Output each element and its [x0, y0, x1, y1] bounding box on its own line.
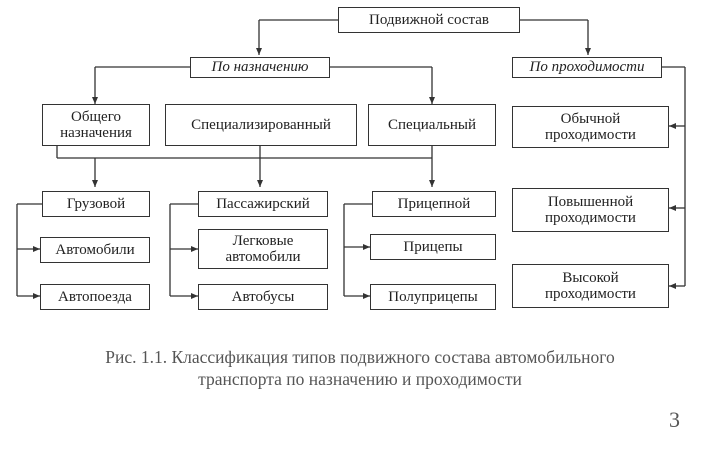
node-special: Специальный: [368, 104, 496, 146]
page-number: 3: [669, 407, 680, 432]
node-cargo-vehicles: Автомобили: [40, 237, 150, 263]
figure-caption: Рис. 1.1. Классификация типов подвижного…: [105, 347, 615, 389]
node-passenger: Пассажирский: [198, 191, 328, 217]
node-rolling-stock: Подвижной состав: [338, 7, 520, 33]
node-semi-trailers: Полуприцепы: [370, 284, 496, 310]
node-increased-passability: Повышенной проходимости: [512, 188, 669, 232]
node-by-purpose: По назначению: [190, 57, 330, 78]
node-cargo-road-trains: Автопоезда: [40, 284, 150, 310]
node-general-purpose: Общего назначения: [42, 104, 150, 146]
node-normal-passability: Обычной проходимости: [512, 106, 669, 148]
node-trailers: Прицепы: [370, 234, 496, 260]
node-passenger-cars: Легковые автомобили: [198, 229, 328, 269]
node-trailer: Прицепной: [372, 191, 496, 217]
node-passenger-buses: Автобусы: [198, 284, 328, 310]
node-cargo: Грузовой: [42, 191, 150, 217]
node-high-passability: Высокой проходимости: [512, 264, 669, 308]
node-by-passability: По проходимости: [512, 57, 662, 78]
node-specialized: Специализированный: [165, 104, 357, 146]
